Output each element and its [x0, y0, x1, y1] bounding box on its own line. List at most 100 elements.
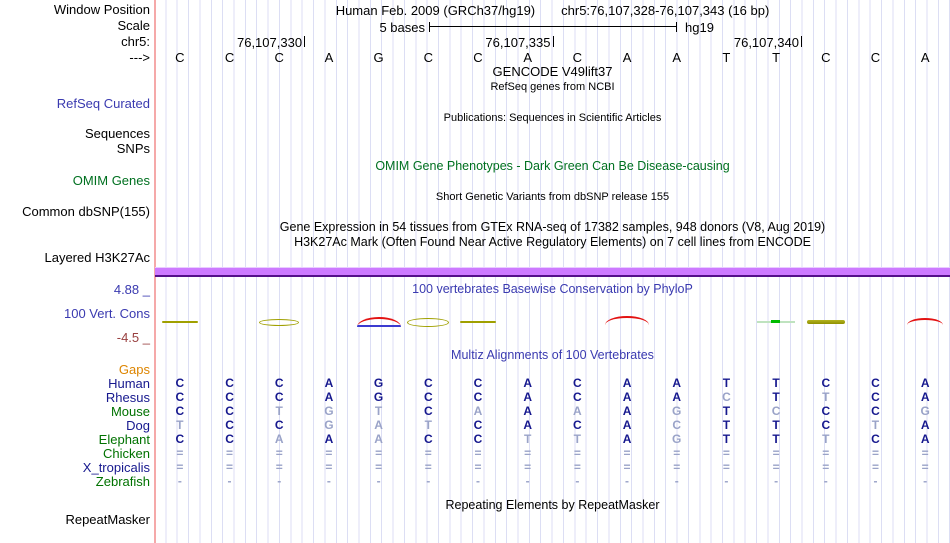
strand-arrow-label: ---> — [129, 50, 150, 65]
multiz-base: T — [523, 432, 532, 446]
multiz-base: T — [772, 376, 780, 390]
position-title: chr5:76,107,328-76,107,343 (16 bp) — [561, 3, 770, 18]
multiz-species-label-mouse[interactable]: Mouse — [110, 404, 150, 419]
multiz-base: A — [274, 432, 284, 446]
repeatmasker-label[interactable]: RepeatMasker — [65, 512, 150, 527]
refseq-curated-label[interactable]: RefSeq Curated — [56, 96, 150, 111]
phylop-wiggle-red-hump[interactable] — [605, 316, 650, 325]
phylop-wiggle-red-hump-blue[interactable] — [356, 317, 401, 327]
h3k27ac-track-title[interactable]: H3K27Ac Mark (Often Found Near Active Re… — [294, 235, 811, 249]
multiz-base: C — [175, 390, 185, 404]
sequence-base: C — [821, 50, 831, 65]
multiz-gaps-label[interactable]: Gaps — [118, 362, 150, 377]
multiz-species-label-rhesus[interactable]: Rhesus — [105, 390, 150, 405]
multiz-base: - — [724, 474, 729, 488]
snps-label[interactable]: SNPs — [116, 141, 150, 156]
repeatmasker-track-title[interactable]: Repeating Elements by RepeatMasker — [445, 498, 660, 512]
multiz-species-label-x_tropicalis[interactable]: X_tropicalis — [82, 460, 150, 475]
publications-track-title[interactable]: Publications: Sequences in Scientific Ar… — [443, 112, 662, 124]
multiz-base: = — [871, 446, 879, 460]
multiz-base: A — [523, 418, 532, 432]
multiz-base: A — [920, 418, 930, 432]
sequences-label[interactable]: Sequences — [84, 126, 150, 141]
multiz-base: T — [424, 418, 432, 432]
multiz-base: - — [475, 474, 480, 488]
scale-assembly-label: hg19 — [685, 20, 714, 35]
multiz-species-label-elephant[interactable]: Elephant — [98, 432, 150, 447]
multiz-base: C — [473, 390, 483, 404]
multiz-base: - — [525, 474, 530, 488]
gtex-track-title[interactable]: Gene Expression in 54 tissues from GTEx … — [279, 220, 826, 234]
phylop-wiggle-layer[interactable] — [0, 0, 950, 327]
multiz-track-title[interactable]: Multiz Alignments of 100 Vertebrates — [451, 348, 654, 362]
gencode-track-title[interactable]: GENCODE V49lift37 — [492, 64, 613, 79]
sequence-base: G — [373, 50, 384, 65]
sequence-base: C — [274, 50, 284, 65]
multiz-base: = — [474, 446, 482, 460]
multiz-base: C — [871, 432, 880, 446]
multiz-base: - — [873, 474, 878, 488]
coordinate-tick-mark — [800, 36, 802, 47]
refseq-track-title[interactable]: RefSeq genes from NCBI — [490, 81, 615, 93]
phylop-wiggle-olive-ellipse[interactable] — [407, 318, 450, 327]
multiz-base: T — [722, 432, 731, 446]
multiz-base: C — [821, 404, 831, 418]
sequence-base: A — [523, 50, 532, 65]
multiz-base: = — [424, 446, 432, 460]
multiz-base: C — [225, 404, 234, 418]
multiz-base: C — [225, 432, 234, 446]
multiz-base: G — [373, 390, 384, 404]
scale-label: Scale — [117, 18, 150, 33]
phylop-axis-min: -4.5 _ — [116, 330, 150, 345]
multiz-base: C — [821, 418, 831, 432]
multiz-base: C — [175, 404, 185, 418]
multiz-base: = — [176, 460, 184, 474]
coordinate-tick-label: 76,107,330 — [236, 35, 303, 50]
coordinate-tick-label: 76,107,340 — [733, 35, 799, 50]
multiz-base: = — [722, 446, 730, 460]
phylop-wiggle-olive-thick[interactable] — [806, 320, 845, 324]
omim-track-title[interactable]: OMIM Gene Phenotypes - Dark Green Can Be… — [375, 159, 730, 173]
multiz-species-label-chicken[interactable]: Chicken — [103, 446, 150, 461]
sequence-base: C — [423, 50, 433, 65]
multiz-base: A — [523, 390, 532, 404]
multiz-base: C — [573, 418, 582, 432]
multiz-base: T — [772, 432, 780, 446]
phylop-wiggle-olive-arrow[interactable] — [259, 319, 300, 326]
multiz-base: = — [375, 460, 383, 474]
multiz-base: - — [625, 474, 630, 488]
multiz-base: A — [523, 404, 532, 418]
multiz-base: = — [275, 460, 283, 474]
multiz-base: = — [325, 460, 333, 474]
phylop-wiggle-olive-line[interactable] — [459, 321, 496, 323]
sequence-base: C — [870, 50, 881, 65]
h3k27ac-signal-bar[interactable] — [155, 267, 950, 277]
multiz-base: = — [722, 460, 730, 474]
multiz-base: G — [672, 404, 682, 418]
omim-genes-label[interactable]: OMIM Genes — [72, 173, 150, 188]
coordinate-tick-label: 76,107,335 — [485, 35, 551, 50]
multiz-base: C — [423, 432, 433, 446]
multiz-species-label-zebrafish[interactable]: Zebrafish — [95, 474, 150, 489]
multiz-base: A — [920, 376, 930, 390]
multiz-base: = — [822, 446, 830, 460]
scale-bar-left-tick — [429, 22, 430, 32]
phylop-wiggle-olive-line[interactable] — [161, 321, 198, 323]
multiz-base: C — [175, 376, 185, 390]
multiz-base: = — [573, 460, 581, 474]
multiz-species-label-dog[interactable]: Dog — [126, 418, 150, 433]
phylop-track-title[interactable]: 100 vertebrates Basewise Conservation by… — [412, 282, 693, 296]
layered-h3k27ac-label[interactable]: Layered H3K27Ac — [44, 250, 150, 265]
multiz-species-label-human[interactable]: Human — [108, 376, 150, 391]
dbsnp-track-title[interactable]: Short Genetic Variants from dbSNP releas… — [435, 191, 670, 203]
multiz-base: - — [575, 474, 580, 488]
dbsnp-label[interactable]: Common dbSNP(155) — [22, 204, 150, 219]
phylop-wiggle-red-hump-small[interactable] — [907, 318, 944, 325]
multiz-base: C — [473, 418, 483, 432]
multiz-base: A — [573, 404, 582, 418]
scale-bar-right-tick — [676, 22, 677, 32]
multiz-base: C — [225, 390, 234, 404]
phylop-wiggle-green-line[interactable] — [757, 320, 796, 323]
multiz-base: - — [376, 474, 381, 488]
phylop-track-label[interactable]: 100 Vert. Cons — [64, 306, 150, 321]
